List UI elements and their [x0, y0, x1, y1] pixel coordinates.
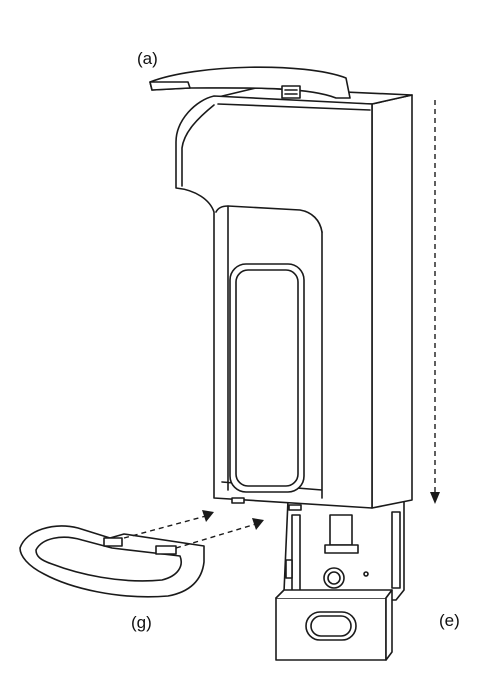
- arrow-tray-upper: [123, 515, 207, 539]
- drip-tray-clip-left: [103, 537, 123, 547]
- body-side-panel: [371, 94, 413, 509]
- clip-slot-right: [288, 504, 302, 511]
- lever-arm: [149, 66, 351, 99]
- bracket-screw-inner: [327, 571, 341, 585]
- oval-hole: [305, 611, 357, 641]
- lever-hinge-lines: [284, 89, 298, 95]
- lever-arm-front: [149, 81, 191, 91]
- drip-tray-outer: [19, 525, 205, 598]
- mounting-plate-side: [385, 589, 393, 661]
- bracket-side-tab: [285, 559, 293, 579]
- arrowhead-down-e: [430, 492, 440, 504]
- bracket-slot-bar: [324, 544, 359, 554]
- mounting-plate: [275, 589, 393, 661]
- label-lever-a: (a): [137, 49, 158, 68]
- arrow-tray-lower: [175, 523, 257, 549]
- label-drip-tray-g: (g): [131, 613, 152, 632]
- oval-hole-inner: [310, 615, 352, 637]
- bracket-right-rail: [391, 511, 401, 589]
- arrowhead-tray-upper: [202, 510, 214, 522]
- body-face-crease: [217, 103, 371, 111]
- wall-bracket: [283, 499, 405, 601]
- body-neck-contour: [181, 104, 323, 233]
- viewing-window-inner: [235, 269, 299, 487]
- viewing-window: [229, 263, 305, 493]
- drip-tray-clip-right: [155, 545, 177, 555]
- bracket-small-hole: [363, 571, 369, 577]
- mounting-plate-top-edge: [275, 589, 393, 599]
- clip-slot-left: [231, 497, 245, 504]
- drip-tray: [19, 525, 205, 598]
- label-bracket-e: (e): [439, 611, 460, 630]
- lever-hinge-block: [281, 85, 301, 99]
- arrowhead-tray-lower: [252, 518, 264, 530]
- drip-tray-inner: [35, 536, 182, 582]
